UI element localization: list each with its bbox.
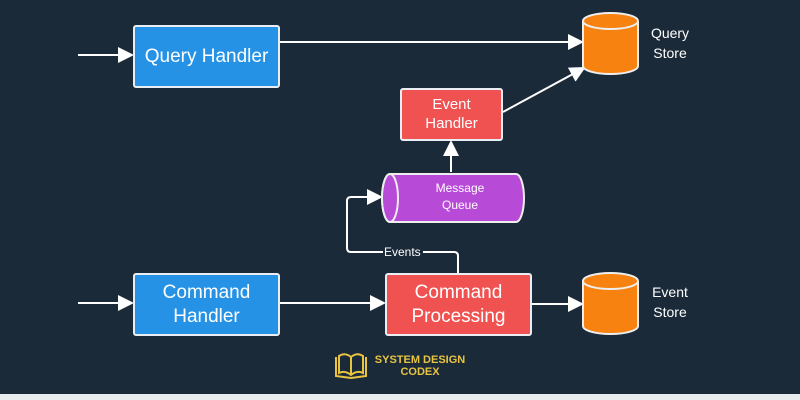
events-arrow [346,189,459,273]
logo-text: SYSTEM DESIGN CODEX [370,354,470,378]
query-store-label: Query Store [650,25,690,61]
command-handler-node: Command Handler [133,273,280,336]
event-handler-node: Event Handler [400,88,503,141]
book-logo-icon [335,353,367,380]
logo-line1: SYSTEM DESIGN [374,354,466,366]
bottom-strip [0,394,800,400]
query-handler-node: Query Handler [133,25,280,88]
message-queue [381,173,525,223]
query-store-cylinder [582,12,639,75]
event-handler-to-store-arrow [502,67,586,113]
logo-line2: CODEX [400,366,440,379]
event-store-cylinder [582,272,639,335]
event-store-label: Event Store [652,284,688,320]
events-edge-label: Events [384,245,421,259]
command-processing-node: Command Processing [385,273,532,336]
message-queue-label: Message Queue [435,181,485,213]
